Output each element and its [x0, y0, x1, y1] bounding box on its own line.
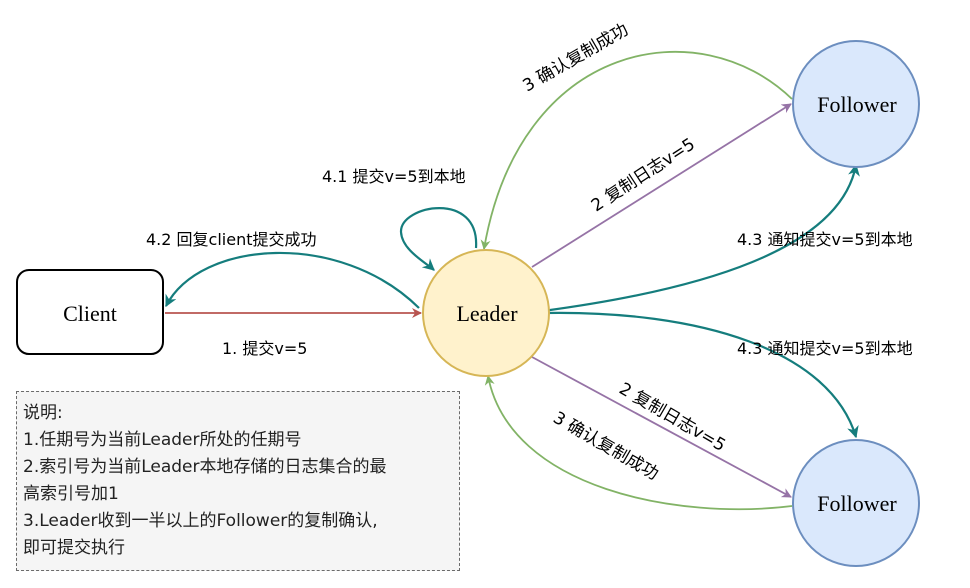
leader-node: Leader	[422, 249, 550, 377]
confirm-bottom-arrow	[484, 375, 793, 511]
commit-local-loop-arrow	[399, 207, 478, 271]
follower-bottom-node: Follower	[792, 439, 920, 567]
note-line-3b: 即可提交执行	[23, 538, 125, 558]
follower-top-label: Follower	[817, 92, 897, 117]
notify-bottom-arrow	[542, 311, 859, 439]
follower-top-node: Follower	[792, 40, 920, 168]
replicate-top-arrow	[531, 103, 792, 268]
replicate-bottom-arrow	[531, 356, 792, 498]
note-line-1: 1.任期号为当前Leader所处的任期号	[23, 430, 302, 450]
notify-bottom-label: 4.3 通知提交v=5到本地	[737, 339, 913, 358]
commit-local-label: 4.1 提交v=5到本地	[322, 167, 466, 186]
explanation-note: 说明: 1.任期号为当前Leader所处的任期号 2.索引号为当前Leader本…	[16, 391, 460, 571]
replicate-bottom-label: 2 复制日志v=5	[616, 379, 729, 456]
note-line-3a: 3.Leader收到一半以上的Follower的复制确认,	[23, 511, 378, 531]
submit-label: 1. 提交v=5	[222, 339, 307, 358]
reply-client-arrow	[165, 251, 420, 309]
leader-label: Leader	[456, 301, 518, 326]
reply-client-label: 4.2 回复client提交成功	[146, 230, 316, 249]
confirm-top-arrow	[480, 50, 793, 250]
note-title: 说明:	[23, 403, 63, 423]
notify-top-arrow	[542, 163, 860, 313]
follower-bottom-label: Follower	[817, 491, 897, 516]
replicate-top-label: 2 复制日志v=5	[588, 134, 699, 216]
note-line-2b: 高索引号加1	[23, 484, 119, 504]
notify-top-label: 4.3 通知提交v=5到本地	[737, 230, 913, 249]
client-label: Client	[63, 301, 117, 326]
client-node: Client	[16, 269, 164, 355]
note-line-2a: 2.索引号为当前Leader本地存储的日志集合的最	[23, 457, 387, 477]
